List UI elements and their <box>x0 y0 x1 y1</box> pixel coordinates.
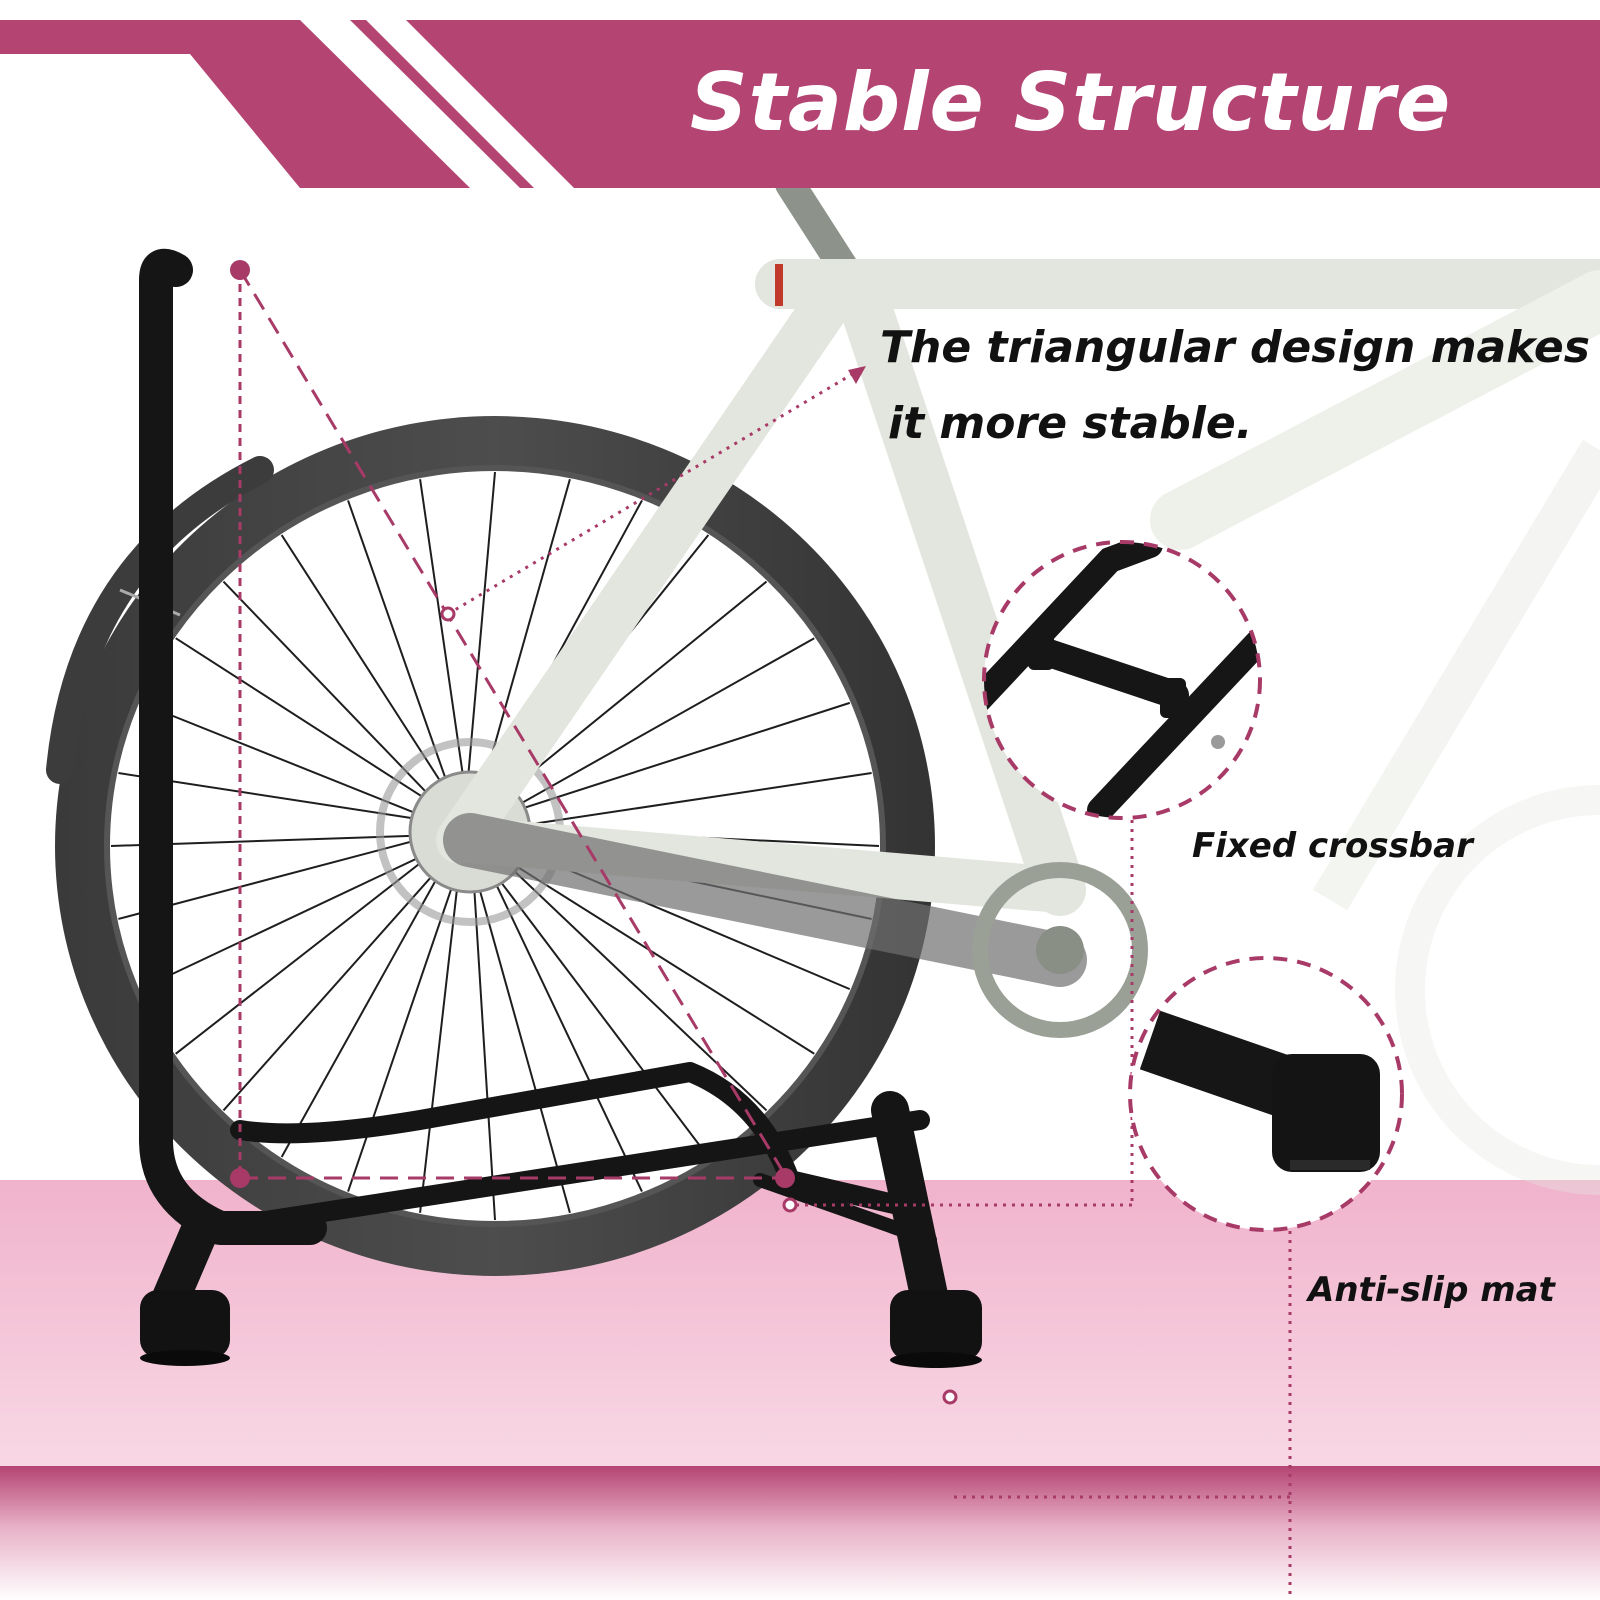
callout-leaders <box>447 370 1292 1597</box>
title-banner <box>0 20 1600 188</box>
bicycle-frame <box>436 169 1600 1038</box>
anti-slip-mat-label: Anti-slip mat <box>1308 1270 1555 1310</box>
triangle-callout-line-1: The triangular design makes <box>880 322 1590 373</box>
bottom-band <box>0 1466 1600 1600</box>
wheel-spoke <box>488 866 710 1158</box>
wheel-spoke <box>472 871 496 1221</box>
callout-dot-triangle <box>440 606 456 622</box>
wheel-spoke <box>347 869 459 1192</box>
wheel-spoke <box>487 867 643 1192</box>
wheel-spoke <box>419 870 461 1213</box>
foot-zoom-inset <box>1128 956 1404 1232</box>
wheel-spoke <box>504 637 815 814</box>
wheel-spoke <box>175 850 436 1055</box>
wheel-spoke <box>509 772 872 829</box>
crossbar-label: Fixed crossbar <box>1192 826 1473 866</box>
wheel-spoke <box>500 855 815 1055</box>
wheel-spoke <box>495 580 768 803</box>
callout-arrow-triangle <box>848 366 866 384</box>
triangle-guide <box>238 269 787 1180</box>
page-title: Stable Structure <box>690 56 1452 149</box>
callout-dot-crossbar <box>782 1197 798 1213</box>
wheel-spoke <box>505 701 851 815</box>
stand-feet <box>140 1290 982 1368</box>
wheel-spoke <box>280 862 447 1158</box>
wheel-spoke <box>139 849 435 991</box>
wheel-spoke <box>479 478 571 794</box>
wheel-spoke <box>473 871 571 1214</box>
crossbar-zoom-inset <box>982 540 1262 820</box>
background-bicycle <box>1312 439 1600 1195</box>
wheel-spoke <box>222 861 445 1112</box>
bike-stand <box>139 248 949 1319</box>
triangle-callout-line-2: it more stable. <box>888 398 1253 449</box>
callout-dot-mat <box>942 1389 958 1405</box>
triangle-vertices <box>230 260 795 1188</box>
